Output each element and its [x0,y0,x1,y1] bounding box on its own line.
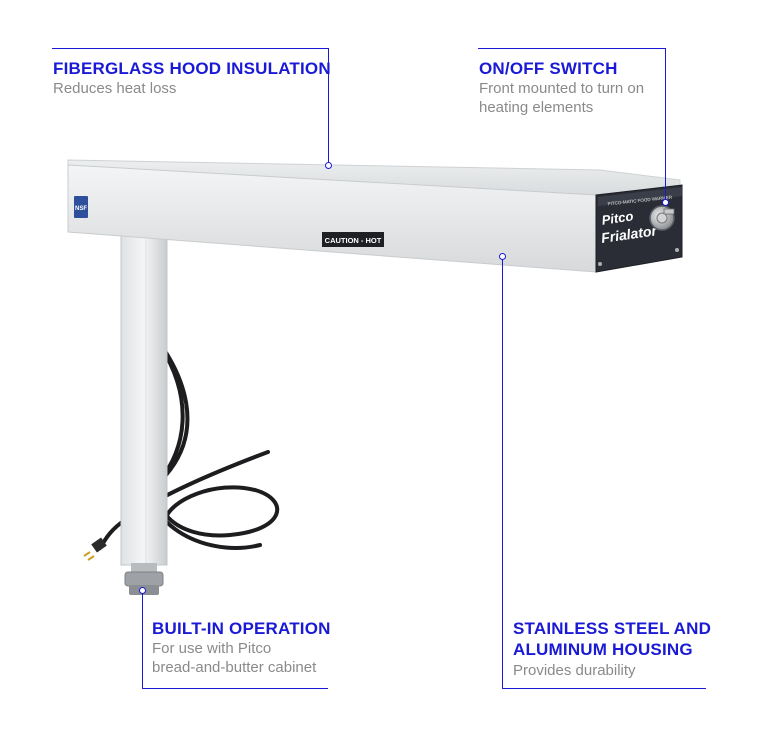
housing-callout-dot [499,253,506,260]
switch-callout-title: ON/OFF SWITCH [479,59,618,78]
hood-callout-dot [325,162,332,169]
nsf-text: NSF [75,206,87,212]
caution-label [322,232,384,247]
housing-callout-desc: Provides durability [513,662,636,679]
hood-callout-line-h [52,48,329,49]
caution-text: CAUTION - HOT [325,236,382,245]
brand-line1: Pitco [601,208,635,227]
screw-icon [675,248,679,252]
operation-callout-title: BUILT-IN OPERATION [152,619,331,638]
switch-callout-desc-2: heating elements [479,99,594,116]
switch-callout-dot [662,199,669,206]
switch-callout-line-v [665,48,666,200]
power-switch-icon[interactable] [649,205,675,231]
switch-callout-line-h [478,48,666,49]
nsf-badge: NSF [74,196,88,218]
switch-callout-desc-1: Front mounted to turn on [479,80,645,97]
support-leg [120,224,168,566]
operation-callout-dot [139,587,146,594]
housing-callout-line-v [502,260,503,689]
hood-callout-line-v [328,48,329,163]
hood-callout-title: FIBERGLASS HOOD INSULATION [53,59,331,78]
plug-icon [83,537,107,561]
housing-callout-title-2: ALUMINUM HOUSING [513,640,693,659]
screw-icon [598,262,602,266]
brand-logo: Pitco Frialator [600,208,659,246]
model-strip-text: PITCO-MATIC FOOD WARMER [607,195,673,207]
brand-line2: Frialator [600,222,659,246]
housing-callout-title-1: STAINLESS STEEL AND [513,619,712,638]
housing-callout-line-h [502,688,706,689]
operation-callout-desc-1: For use with Pitco [152,640,272,657]
hood-callout-desc: Reduces heat loss [53,80,177,97]
operation-callout-line-v [142,594,143,689]
operation-callout-desc-2: bread-and-butter cabinet [152,659,317,676]
operation-callout-line-h [142,688,328,689]
